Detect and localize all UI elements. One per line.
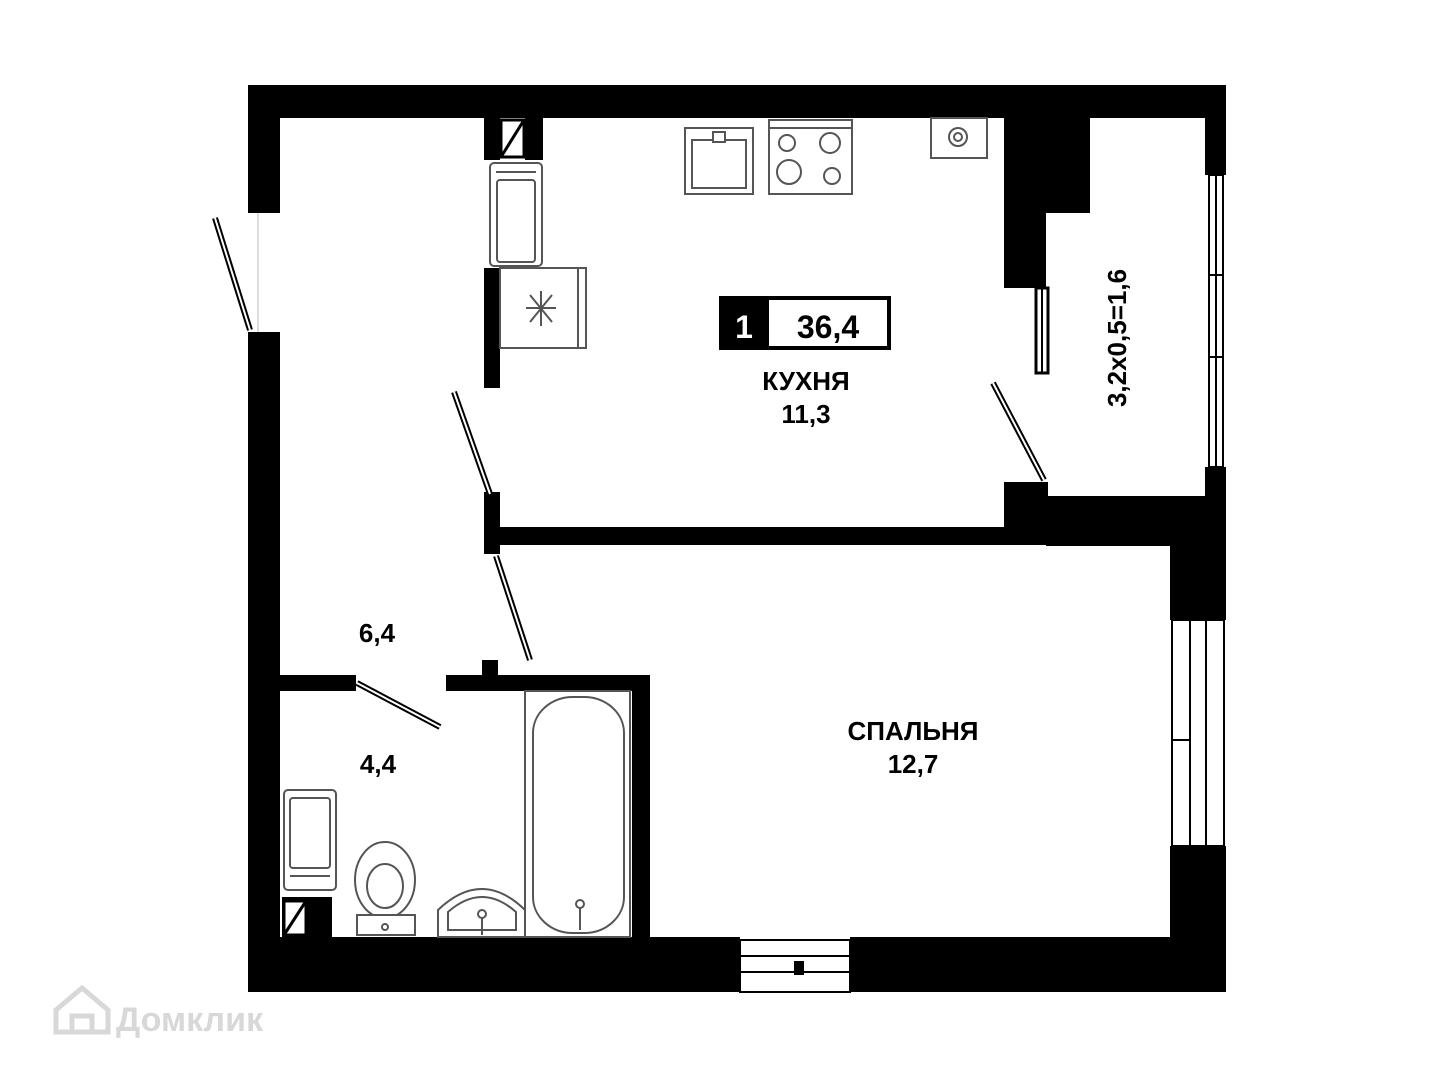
bathtub-icon <box>524 690 631 938</box>
washing-machine-icon <box>489 162 543 267</box>
washing-machine-bath-icon <box>283 789 337 891</box>
windows <box>739 174 1225 993</box>
kitchen-sink-icon <box>684 127 754 195</box>
walls <box>248 85 1226 992</box>
boiler-icon <box>930 117 988 159</box>
rooms-count: 1 <box>735 309 753 345</box>
bedroom-name: СПАЛЬНЯ <box>848 716 979 746</box>
fridge-icon <box>499 267 587 349</box>
toilet-icon <box>354 841 416 936</box>
watermark: Домклик <box>53 984 264 1039</box>
area-badge: 1 36,4 <box>719 296 891 350</box>
bathroom-area: 4,4 <box>360 749 397 779</box>
house-logo-icon <box>53 984 111 1035</box>
bedroom-area: 12,7 <box>888 749 939 779</box>
stove-icon <box>768 119 853 195</box>
total-area: 36,4 <box>797 309 859 345</box>
hall-area: 6,4 <box>359 618 396 648</box>
kitchen-name: КУХНЯ <box>762 366 850 396</box>
ventilation-shaft-icon <box>282 118 526 937</box>
watermark-text: Домклик <box>116 1001 264 1039</box>
doors <box>212 217 1047 730</box>
balcony-door <box>1034 286 1050 375</box>
bath-sink-icon <box>437 888 526 938</box>
balcony-label: 3,2x0,5=1,6 <box>1102 269 1132 407</box>
door-inner-lines <box>214 217 1045 728</box>
kitchen-area: 11,3 <box>781 399 830 429</box>
